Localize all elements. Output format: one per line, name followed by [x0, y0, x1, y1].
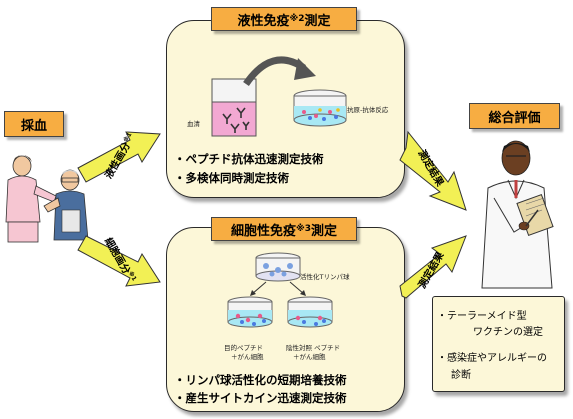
cellular-title-sup: ※3	[295, 224, 311, 234]
control-peptide-label: 陰性対照 ペプチド	[286, 344, 341, 352]
reaction-dish-icon	[293, 89, 347, 127]
overall-evaluation-label: 総合評価	[469, 103, 560, 129]
cellular-title-suffix: 測定	[311, 223, 338, 239]
evaluation-note-2: ワクチンの選定	[473, 327, 543, 338]
control-cancer-label: ＋がん細胞	[293, 353, 326, 361]
cellular-bullet-2: ・産生サイトカイン迅速測定技術	[174, 391, 347, 405]
evaluation-notes-panel	[432, 296, 565, 392]
humoral-bullet-1: ・ペプチド抗体迅速測定技術	[174, 152, 324, 166]
humoral-bullet-2: ・多検体同時測定技術	[174, 171, 289, 185]
antigen-antibody-label: 抗原-抗体反応	[347, 106, 389, 114]
humoral-title-text: 液性免疫	[237, 13, 290, 29]
blood-sampling-label: 採血	[4, 111, 64, 137]
evaluation-note-3: ・感染症やアレルギーの	[437, 353, 547, 364]
culture-dishes-icon	[227, 252, 333, 328]
overall-evaluation-text: 総合評価	[488, 110, 541, 126]
evaluation-note-4: 診断	[451, 370, 471, 381]
cellular-title-text: 細胞性免疫	[230, 223, 296, 239]
serum-beaker-icon	[211, 78, 257, 137]
activated-t-cell-label: 活性化Tリンパ球	[300, 273, 350, 281]
nurse-patient-illustration	[5, 155, 89, 243]
humoral-immunity-panel	[166, 20, 405, 198]
evaluation-note-1: ・テーラーメイド型	[437, 311, 527, 322]
humoral-title-sup: ※2	[289, 14, 305, 24]
serum-label: 血清	[187, 120, 200, 128]
target-peptide-label: 目的ペプチド	[224, 344, 263, 352]
cellular-bullet-1: ・リンパ球活性化の短期培養技術	[174, 373, 347, 387]
humoral-title-suffix: 測定	[304, 13, 331, 29]
transfer-arrow-icon	[243, 56, 316, 87]
doctor-illustration	[481, 140, 554, 289]
blood-sampling-text: 採血	[20, 118, 47, 134]
target-cancer-label: ＋がん細胞	[231, 353, 264, 361]
